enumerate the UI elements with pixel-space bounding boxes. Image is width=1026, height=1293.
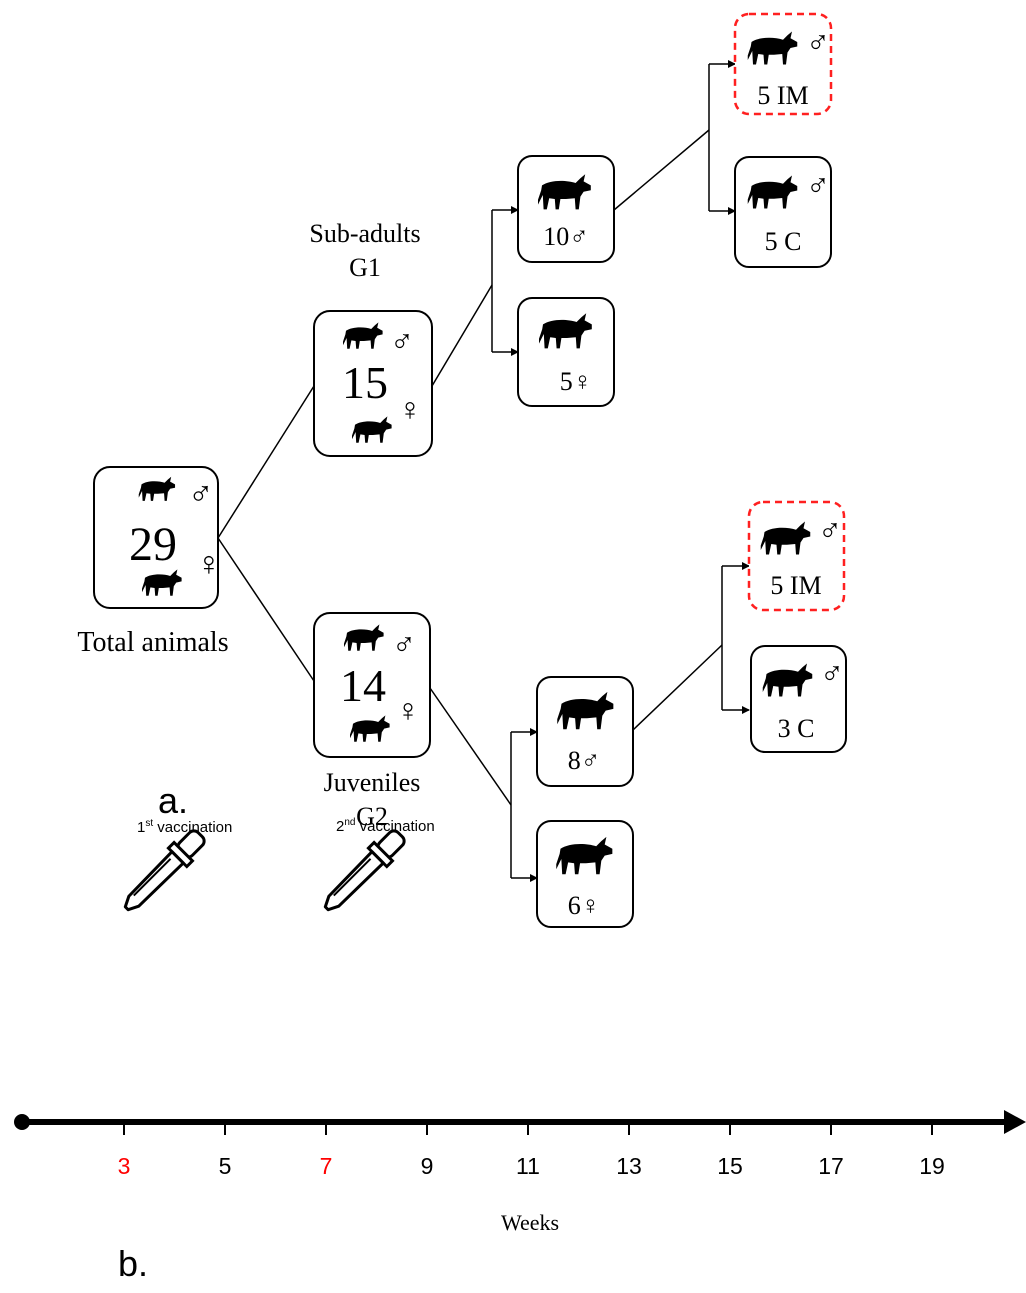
weeks-axis-label: Weeks [501,1210,559,1235]
g2-c-label: 3 C [778,714,815,743]
male-symbol: ♂ [818,512,842,548]
panel-b-label: b. [118,1243,148,1284]
tick-label: 9 [421,1153,434,1179]
g2-c-node: ♂ 3 C [750,645,847,753]
male-symbol: ♂ [390,323,414,359]
female-symbol: ♀ [196,546,222,583]
first-vaccination-label: 1st vaccination [137,818,232,836]
g1-c-node: ♂ 5 C [734,156,832,268]
second-vaccination-label: 2nd vaccination [336,817,435,835]
tick-label: 5 [219,1153,232,1179]
g2-female-node: 6♀ [536,820,634,928]
g2-im-node: ♂ 5 IM [747,500,846,612]
root-count: 29 [129,518,177,571]
g2-count: 14 [340,660,386,711]
tick-labels: 3 5 7 9 11 13 15 17 19 [118,1153,945,1179]
g1-c-label: 5 C [765,227,802,256]
male-symbol: ♂ [392,626,416,662]
tick-label: 19 [919,1153,945,1179]
dropper-icon [316,824,411,919]
timeline-arrowhead [1004,1110,1026,1134]
tick-label: 15 [717,1153,743,1179]
root-node: ♂ 29 ♀ [93,466,222,609]
g1-im-node: ♂ 5 IM [733,12,833,116]
second-vaccination: 2nd vaccination [316,817,435,919]
timeline: 3 5 7 9 11 13 15 17 19 [14,1110,1026,1179]
first-vaccination: 1st vaccination [116,818,232,919]
g1-caption-line2: G1 [349,253,381,282]
g1-female-node: 5♀ [517,297,615,407]
g1-male-node: 10♂ [517,155,615,263]
g2-female-label: 6♀ [568,891,601,920]
tick-label: 3 [118,1153,131,1179]
female-symbol: ♀ [396,692,420,728]
g2-node: ♂ 14 ♀ [313,612,431,758]
g2-im-label: 5 IM [770,571,821,600]
male-symbol: ♂ [188,476,214,513]
g1-im-label: 5 IM [757,81,808,110]
tick-label: 11 [516,1153,540,1179]
male-symbol: ♂ [806,167,830,203]
g2-caption-line2: G2 [356,802,388,831]
panel-a-label: a. [158,780,188,821]
male-symbol: ♂ [806,24,830,60]
g2-male-label: 8♂ [568,746,601,775]
tick-label: 17 [818,1153,844,1179]
tick-label: 13 [616,1153,642,1179]
g2-caption-line1: Juveniles [324,768,421,797]
g2-male-node: 8♂ [536,676,634,787]
g1-male-label: 10♂ [543,222,589,251]
female-symbol: ♀ [398,391,422,427]
tick-label: 7 [320,1153,333,1179]
g1-female-label: 5♀ [560,367,593,396]
g1-node: ♂ 15 ♀ [313,310,433,457]
g1-count: 15 [342,357,388,408]
connector-lines [217,60,750,882]
male-symbol: ♂ [820,655,844,691]
g1-caption-line1: Sub-adults [309,219,420,248]
tick-marks [123,1122,933,1135]
root-caption: Total animals [77,627,228,658]
dropper-icon [116,824,211,919]
